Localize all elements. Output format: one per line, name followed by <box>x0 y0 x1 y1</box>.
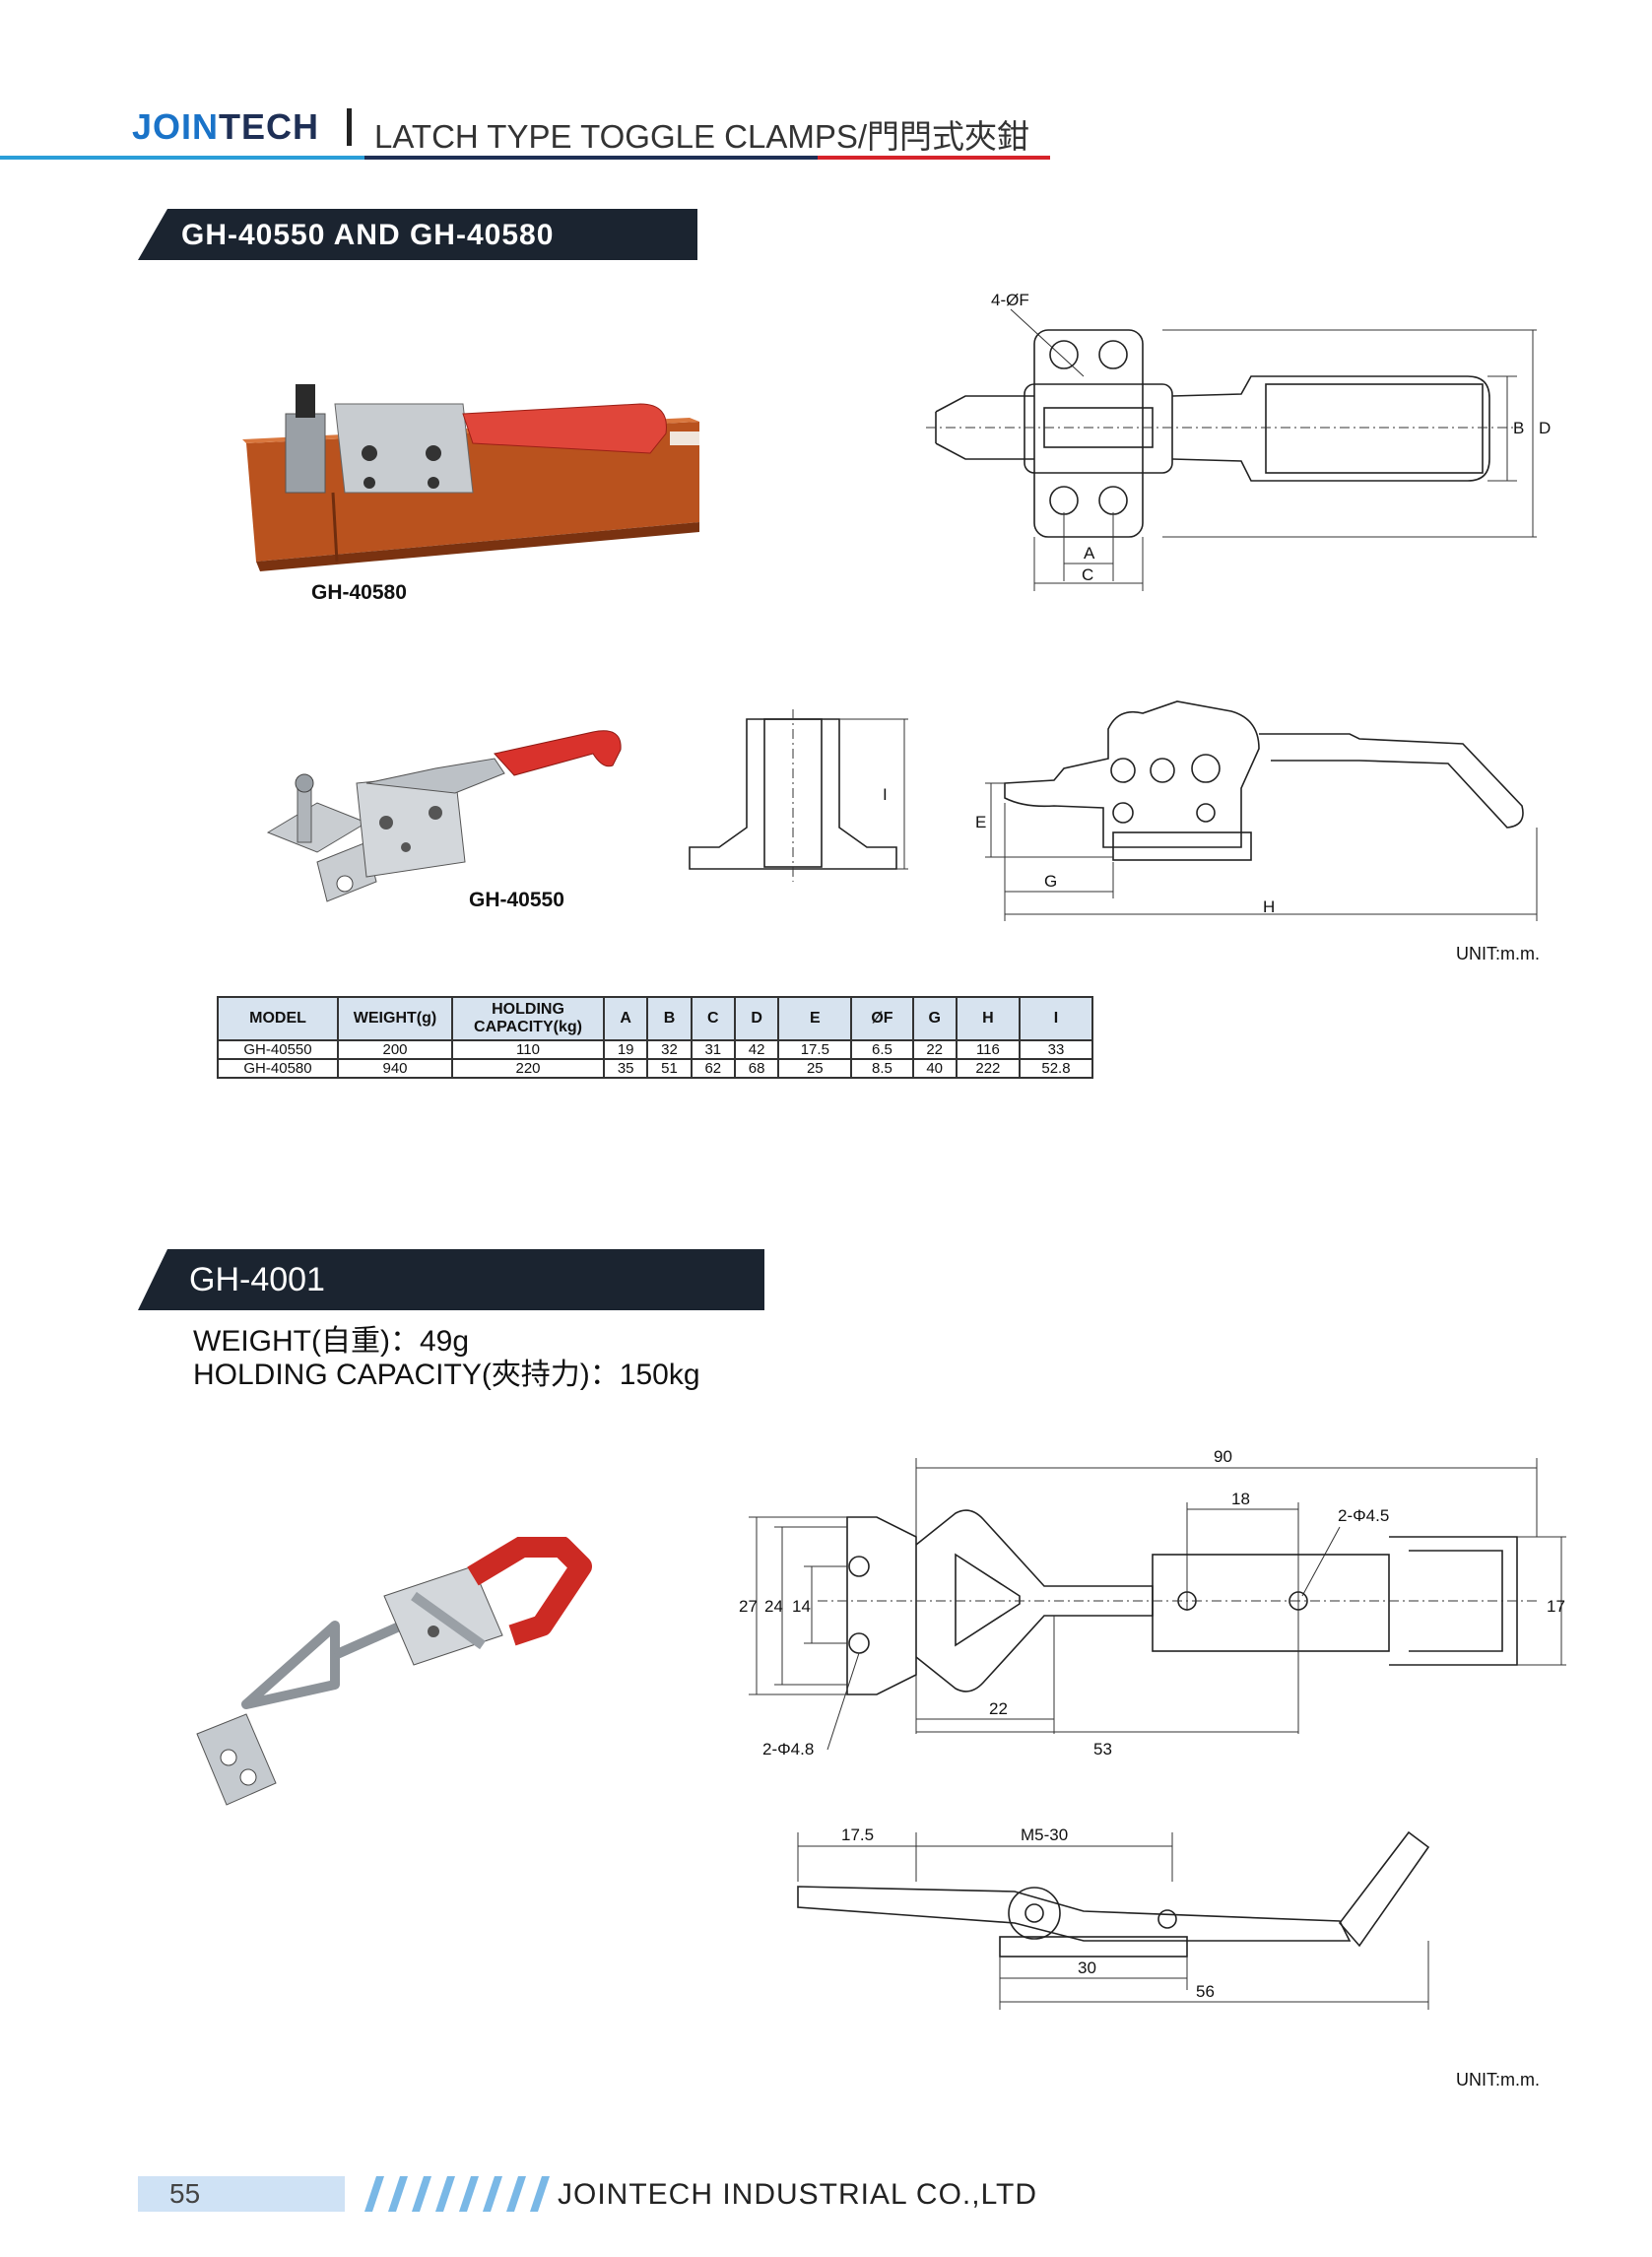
cell-c: 31 <box>690 1039 736 1060</box>
table-row: GH-40550 200 110 19 32 31 42 17.5 6.5 22… <box>217 1039 1094 1060</box>
unit-label-section2: UNIT:m.m. <box>1456 2070 1540 2090</box>
dim-17-5: 17.5 <box>841 1826 874 1844</box>
drawing-side-view: E G H <box>975 700 1538 921</box>
cell-f: 8.5 <box>850 1058 914 1079</box>
section-banner-gh40550 <box>138 209 697 260</box>
cell-a: 19 <box>602 1039 649 1060</box>
section-title-gh40550: GH-40550 AND GH-40580 <box>181 219 555 251</box>
drawing-gh4001-side: 17.5 M5-30 30 56 <box>797 1826 1430 2010</box>
cell-h: 222 <box>955 1058 1021 1079</box>
col-holding-capacity: HOLDING CAPACITY(kg) <box>451 996 605 1041</box>
drawing-gh4001-top: 90 18 2-Φ4.5 27 24 14 17 22 53 2-Φ4.8 <box>739 1447 1566 1759</box>
brand-logo: JOINTECH <box>132 106 319 148</box>
footer-stripes <box>364 2176 550 2212</box>
cell-b: 32 <box>646 1039 693 1060</box>
caption-gh40550: GH-40550 <box>469 889 564 911</box>
col-f: ØF <box>850 996 914 1041</box>
col-i: I <box>1018 996 1094 1041</box>
dim-30: 30 <box>1078 1958 1096 1977</box>
col-h: H <box>955 996 1021 1041</box>
label-4-ØF: 4-ØF <box>991 291 1029 309</box>
label-I: I <box>883 785 888 804</box>
header-separator <box>347 108 352 146</box>
table-row: GH-40580 940 220 35 51 62 68 25 8.5 40 2… <box>217 1058 1094 1079</box>
photo-gh40550 <box>266 730 622 902</box>
label-E: E <box>975 813 986 831</box>
cell-holding: 220 <box>451 1058 605 1079</box>
col-g: G <box>911 996 958 1041</box>
cell-e: 25 <box>777 1058 853 1079</box>
col-weight: WEIGHT(g) <box>337 996 453 1041</box>
dim-22: 22 <box>989 1699 1008 1718</box>
cell-g: 40 <box>911 1058 958 1079</box>
dim-m5-30: M5-30 <box>1021 1826 1068 1844</box>
page-number: 55 <box>169 2178 201 2209</box>
header-rule-navy <box>364 156 818 160</box>
cell-h: 116 <box>955 1039 1021 1060</box>
dim-27: 27 <box>739 1597 758 1616</box>
col-model: MODEL <box>217 996 339 1041</box>
table-header-row: MODEL WEIGHT(g) HOLDING CAPACITY(kg) A B… <box>217 996 1094 1041</box>
dim-90: 90 <box>1214 1447 1232 1466</box>
col-c: C <box>690 996 736 1041</box>
drawing-top-view: 4-ØF B D A C <box>926 291 1551 591</box>
cell-i: 33 <box>1018 1039 1094 1060</box>
cell-model: GH-40580 <box>217 1058 339 1079</box>
cell-d: 68 <box>733 1058 780 1079</box>
label-C: C <box>1082 565 1093 584</box>
spec-table: MODEL WEIGHT(g) HOLDING CAPACITY(kg) A B… <box>217 996 1094 1079</box>
brand-logo-part2: TECH <box>219 106 320 147</box>
cell-i: 52.8 <box>1018 1058 1094 1079</box>
dim-53: 53 <box>1093 1740 1112 1759</box>
cell-f: 6.5 <box>850 1039 914 1060</box>
spec-weight: WEIGHT(自重)：49g <box>193 1325 470 1358</box>
cell-a: 35 <box>602 1058 649 1079</box>
dim-56: 56 <box>1196 1982 1215 2001</box>
dim-18: 18 <box>1231 1490 1250 1508</box>
cell-g: 22 <box>911 1039 958 1060</box>
section-title-gh4001: GH-4001 <box>189 1261 325 1298</box>
label-hole-right: 2-Φ4.5 <box>1338 1506 1389 1525</box>
cell-model: GH-40550 <box>217 1039 339 1060</box>
label-H: H <box>1263 897 1275 916</box>
label-hole-left: 2-Φ4.8 <box>762 1740 814 1759</box>
cell-b: 51 <box>646 1058 693 1079</box>
cell-holding: 110 <box>451 1039 605 1060</box>
cell-weight: 200 <box>337 1039 453 1060</box>
section-banner-gh4001 <box>138 1249 764 1310</box>
dim-24: 24 <box>764 1597 783 1616</box>
header-rule-red <box>818 156 1050 160</box>
unit-label-section1: UNIT:m.m. <box>1456 944 1540 963</box>
label-D: D <box>1539 419 1551 437</box>
dim-14: 14 <box>792 1597 811 1616</box>
col-d: D <box>733 996 780 1041</box>
col-a: A <box>602 996 649 1041</box>
label-G: G <box>1044 872 1057 891</box>
cell-weight: 940 <box>337 1058 453 1079</box>
dim-17: 17 <box>1547 1597 1565 1616</box>
drawing-end-view: I <box>689 709 908 882</box>
footer-page-tab <box>138 2176 345 2212</box>
spec-holding-capacity: HOLDING CAPACITY(夾持力)：150kg <box>193 1359 700 1391</box>
col-b: B <box>646 996 693 1041</box>
header-rule-blue <box>0 156 364 160</box>
footer-company-name: JOINTECH INDUSTRIAL CO.,LTD <box>558 2178 1038 2211</box>
label-A: A <box>1084 544 1095 563</box>
caption-gh40580: GH-40580 <box>311 581 407 604</box>
cell-e: 17.5 <box>777 1039 853 1060</box>
page-title: LATCH TYPE TOGGLE CLAMPS/門閂式夾鉗 <box>374 118 1030 155</box>
label-B: B <box>1513 419 1524 437</box>
cell-c: 62 <box>690 1058 736 1079</box>
photo-gh4001 <box>196 1537 592 1806</box>
col-e: E <box>777 996 853 1041</box>
cell-d: 42 <box>733 1039 780 1060</box>
photo-gh40580 <box>242 384 699 571</box>
brand-logo-part1: JOIN <box>132 106 220 147</box>
